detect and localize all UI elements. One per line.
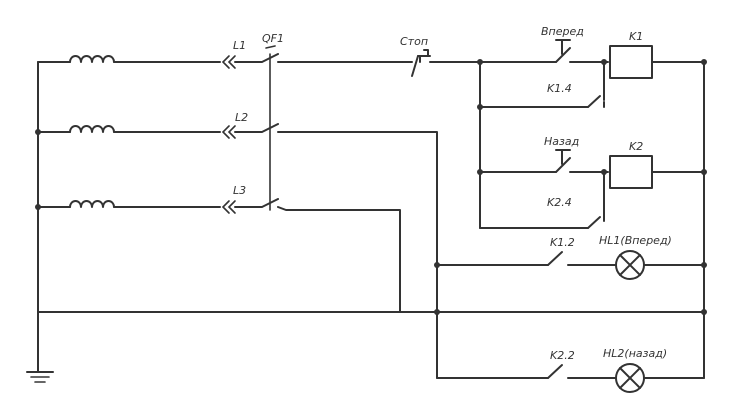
coil-k1 — [609, 45, 653, 79]
contact-k2-2 — [547, 364, 617, 379]
label-l3: L3 — [233, 184, 246, 197]
label-k1-4: K1.4 — [547, 82, 572, 95]
connector-l3 — [221, 200, 236, 214]
label-hl1: HL1(Вперед) — [599, 234, 672, 247]
wire-qf1-line3 — [277, 206, 401, 313]
coil-k2 — [609, 155, 653, 189]
label-k1-2: K1.2 — [550, 236, 575, 249]
label-k2-4: K2.4 — [547, 196, 572, 209]
label-l1: L1 — [233, 39, 246, 52]
label-stop: Стоп — [400, 35, 428, 48]
wire-qf1-line2 — [277, 131, 438, 379]
ground-symbol — [26, 371, 54, 383]
contact-k2-4 — [587, 171, 605, 229]
label-k2: K2 — [629, 140, 643, 153]
back-button — [479, 149, 609, 173]
label-k2-2: K2.2 — [550, 349, 575, 362]
coil-l1 — [69, 55, 115, 63]
label-back: Назад — [544, 135, 579, 148]
coil-l3 — [69, 200, 115, 208]
stop-button — [402, 49, 481, 77]
contact-k1-2 — [547, 251, 617, 266]
breaker-qf1 — [234, 45, 279, 211]
label-k1: K1 — [629, 30, 643, 43]
connector-l2 — [221, 125, 236, 139]
contact-k1-4 — [587, 61, 605, 108]
coil-l2 — [69, 125, 115, 133]
label-hl2: HL2(назад) — [603, 347, 667, 360]
label-qf1: QF1 — [262, 32, 284, 45]
junction-dots — [35, 59, 707, 315]
lamp-hl1 — [615, 250, 645, 280]
forward-button — [479, 39, 609, 63]
connector-l1 — [221, 55, 236, 69]
label-l2: L2 — [235, 111, 248, 124]
label-forward: Вперед — [541, 25, 584, 38]
lamp-hl2 — [615, 363, 645, 393]
